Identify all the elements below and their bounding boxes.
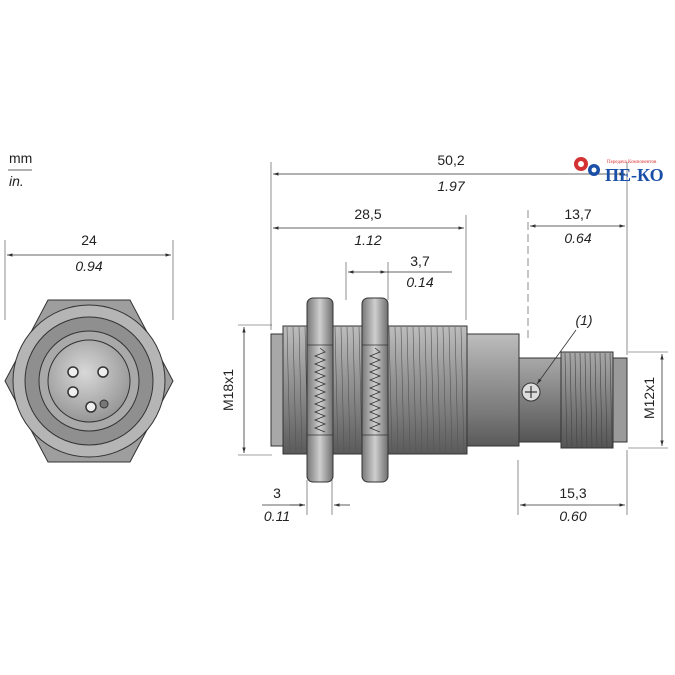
thread-line: [418, 326, 423, 454]
nut-teeth: [313, 347, 382, 433]
logo-sub: Передача Компонентов: [607, 160, 657, 165]
connector-length-mm: 13,7: [564, 206, 591, 222]
connector-thread-line: [609, 352, 613, 448]
connector-thread-line: [584, 352, 588, 448]
rear-housing: [466, 333, 520, 447]
thread-line: [424, 326, 429, 454]
thread-line: [346, 326, 351, 454]
overall-length-in: 1.97: [437, 178, 465, 194]
thread-line: [442, 326, 447, 454]
thread-length-in: 1.12: [354, 232, 381, 248]
thread-line: [454, 326, 459, 454]
m12-connector: [560, 351, 614, 449]
unit-in: in.: [9, 173, 24, 189]
thread-line: [394, 326, 399, 454]
callout-label: (1): [575, 312, 592, 328]
rear-length-in: 0.60: [559, 508, 586, 524]
thread-line: [352, 326, 357, 454]
pin-3: [67, 386, 79, 398]
thread-length-mm: 28,5: [354, 206, 381, 222]
connector-thread-line: [579, 352, 583, 448]
rear-length-mm: 15,3: [559, 485, 586, 501]
pin-2: [97, 366, 109, 378]
connector-thread-line: [574, 352, 578, 448]
connector-thread-line: [589, 352, 593, 448]
thread-line: [412, 326, 417, 454]
hex-width-in: 0.94: [75, 258, 102, 274]
thread-line: [340, 326, 345, 454]
connector-face: [47, 339, 131, 423]
thread-line: [448, 326, 453, 454]
unit-mm: mm: [9, 150, 32, 166]
connector-thread-line: [569, 352, 573, 448]
pin-1: [67, 366, 79, 378]
nut-serration: [313, 347, 327, 433]
front-view: 24 0.94: [4, 232, 174, 463]
callout-leader: [536, 329, 577, 385]
hex-width-mm: 24: [81, 232, 97, 248]
thread-line: [292, 326, 297, 454]
connector-thread-line: [564, 352, 568, 448]
connector-thread-line: [599, 352, 603, 448]
thread-line: [400, 326, 405, 454]
thread-line: [334, 326, 339, 454]
nut-serration: [368, 347, 382, 433]
nut-thickness-mm: 3,7: [410, 253, 430, 269]
connector-thread-lines: [564, 352, 613, 448]
thread-line: [286, 326, 291, 454]
thread-m18-label: M18x1: [220, 369, 236, 411]
extension-lines: [238, 162, 668, 515]
company-logo: Передача Компонентов ПЕ-КО: [574, 157, 664, 185]
front-offset-mm: 3: [273, 485, 281, 501]
thread-line: [436, 326, 441, 454]
thread-line: [298, 326, 303, 454]
front-offset-in: 0.11: [264, 508, 290, 524]
connector-end: [612, 357, 628, 443]
front-cap: [270, 333, 284, 447]
connector-thread-line: [604, 352, 608, 448]
thread-line: [460, 326, 465, 454]
nut-thickness-in: 0.14: [406, 274, 433, 290]
connector-thread-line: [594, 352, 598, 448]
side-view: [270, 297, 628, 483]
connector-length-in: 0.64: [564, 230, 591, 246]
pin-4: [85, 401, 97, 413]
thread-line: [406, 326, 411, 454]
thread-m12-label: M12x1: [641, 377, 657, 419]
thread-line: [430, 326, 435, 454]
connector-neck: [518, 357, 562, 443]
overall-length-mm: 50,2: [437, 152, 464, 168]
coding-key: [99, 399, 109, 409]
thread-line: [388, 326, 393, 454]
logo-main: ПЕ-КО: [605, 165, 664, 185]
